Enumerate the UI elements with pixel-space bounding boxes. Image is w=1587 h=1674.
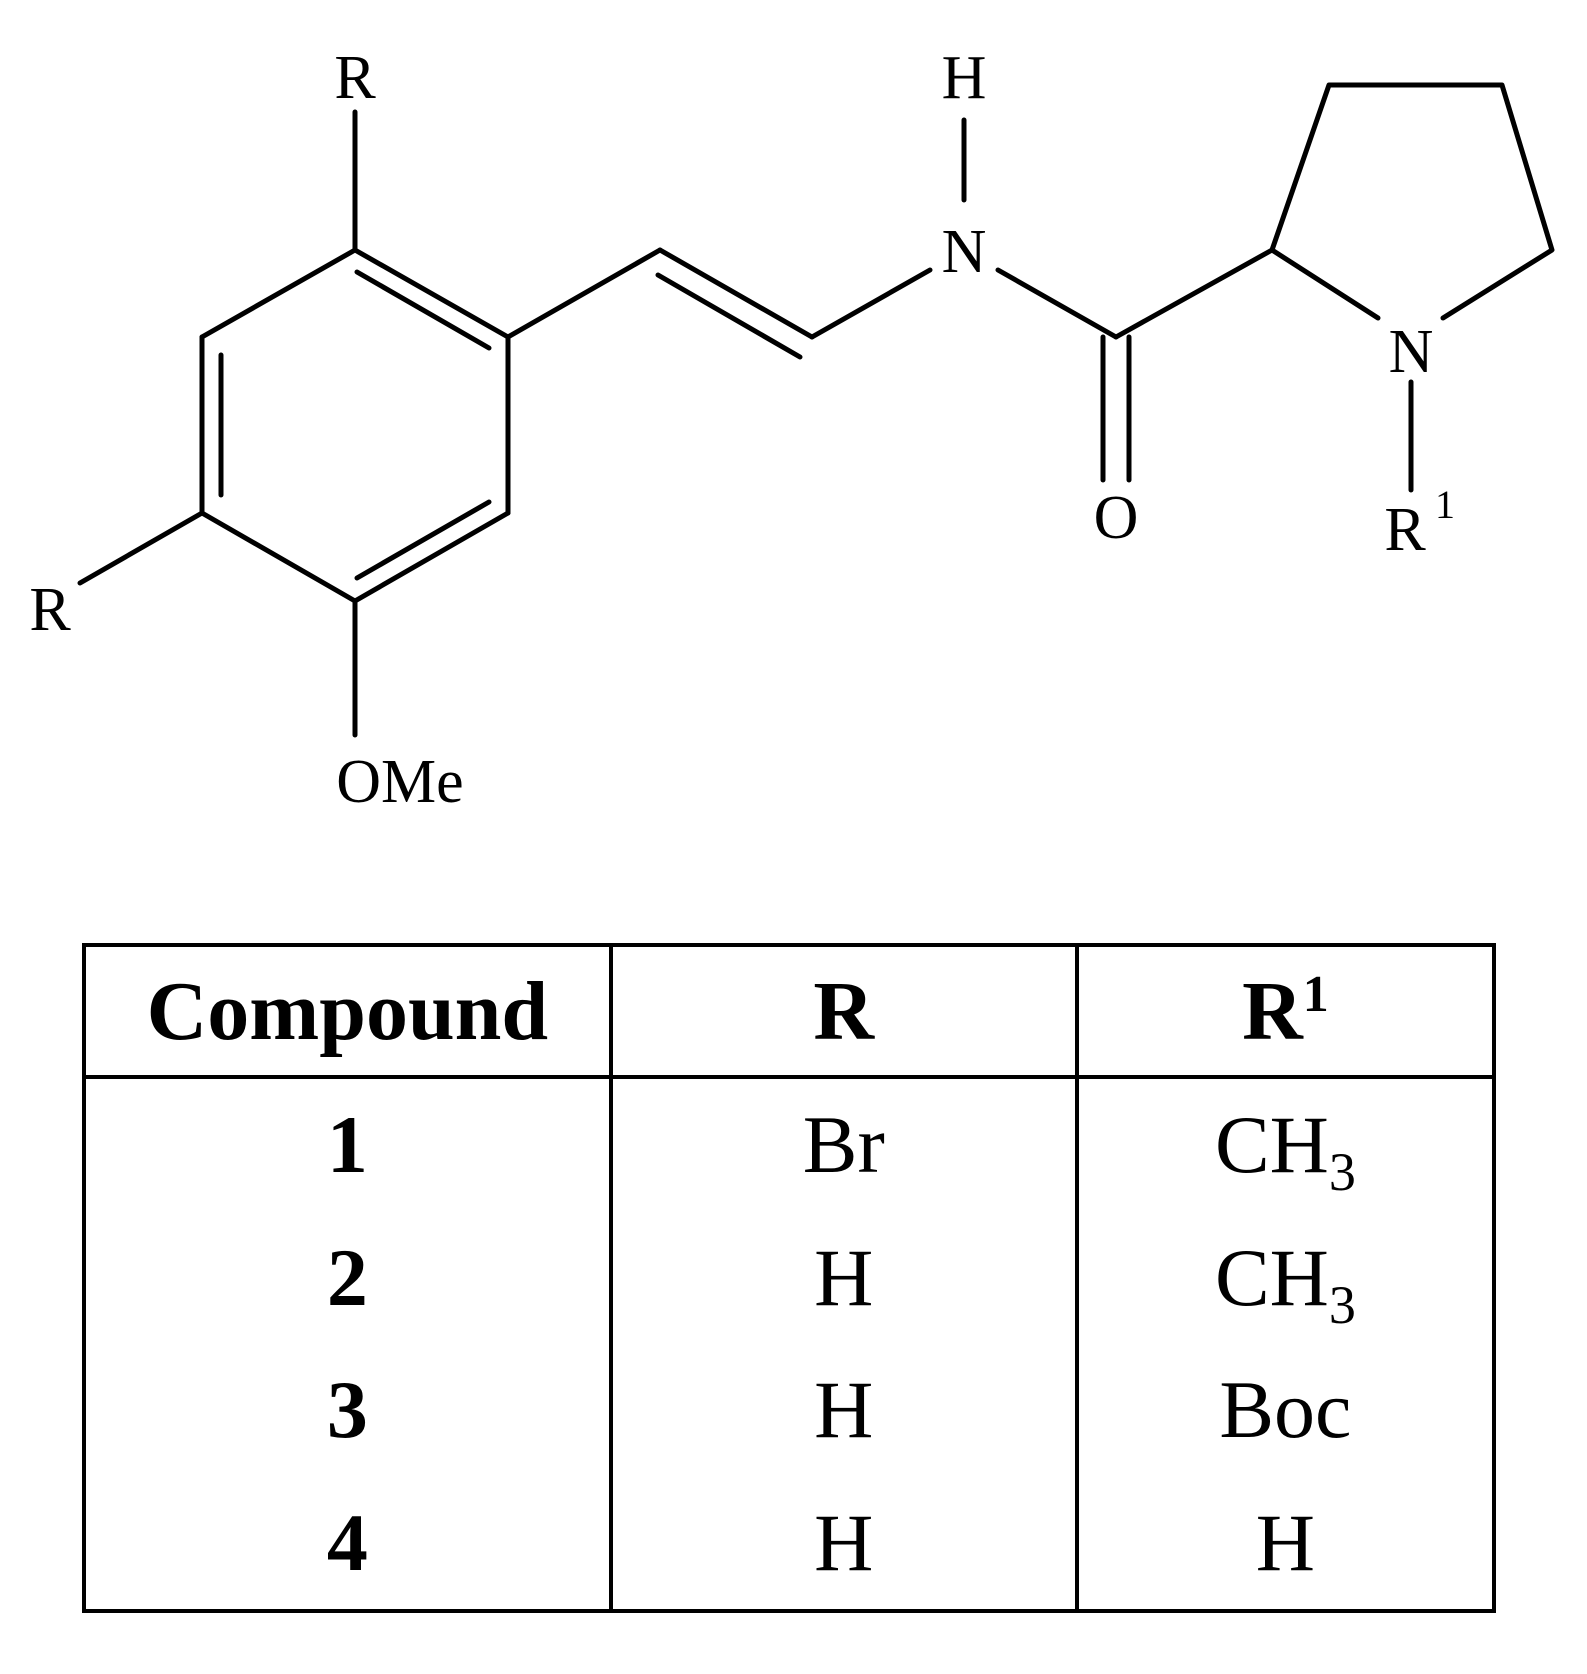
cell-r1-text: CH xyxy=(1214,1099,1329,1191)
header-r: R xyxy=(608,943,1079,1079)
bond xyxy=(352,510,511,604)
bond xyxy=(199,510,358,604)
label-r-left: R xyxy=(29,576,71,644)
cell-compound: 1 xyxy=(82,1077,613,1212)
cell-r1: CH3 xyxy=(1074,1077,1497,1212)
cell-compound: 4 xyxy=(82,1476,613,1611)
cell-r1: Boc xyxy=(1074,1343,1497,1477)
bond-vinyl xyxy=(657,247,815,340)
cell-r1-text: H xyxy=(1255,1496,1315,1588)
cell-r1-text: Boc xyxy=(1219,1364,1352,1456)
label-o: O xyxy=(1094,484,1139,552)
double-bond-vinyl xyxy=(655,272,803,360)
benzene-ring xyxy=(199,247,511,604)
cell-r1-sub: 3 xyxy=(1328,1142,1356,1203)
cell-compound: 2 xyxy=(82,1211,613,1344)
table-row: 2 H CH3 xyxy=(82,1211,1497,1344)
chemical-structure-diagram: R R OMe H N O N R 1 xyxy=(29,44,1555,816)
cell-compound: 3 xyxy=(82,1343,613,1477)
bond-ring-vinyl xyxy=(505,247,663,340)
bond-r-left xyxy=(77,510,205,586)
cell-r: H xyxy=(608,1211,1079,1344)
header-r1-sup: 1 xyxy=(1302,965,1329,1023)
compound-table: Compound R R1 1 Br CH3 2 H CH3 3 H Boc xyxy=(82,943,1497,1613)
bond-vinyl-n xyxy=(809,267,933,340)
table-row: 4 H H xyxy=(82,1476,1497,1611)
label-ome: OMe xyxy=(336,748,463,816)
header-r1-label: R xyxy=(1242,964,1303,1058)
bond-carbonyl-ring xyxy=(1113,247,1275,340)
pyrrolidine-ring xyxy=(1269,82,1555,321)
cell-r1: CH3 xyxy=(1074,1211,1497,1344)
table-row: 1 Br CH3 xyxy=(82,1077,1497,1212)
label-nh: N xyxy=(942,218,987,286)
header-r1: R1 xyxy=(1074,943,1497,1079)
double-bond-inner xyxy=(354,499,492,581)
compound-table-container: Compound R R1 1 Br CH3 2 H CH3 3 H Boc xyxy=(82,943,1497,1613)
cell-r: H xyxy=(608,1343,1079,1477)
label-h: H xyxy=(942,44,987,112)
table-header-row: Compound R R1 xyxy=(82,943,1497,1079)
cell-r1-sub: 3 xyxy=(1328,1274,1356,1335)
cell-r1: H xyxy=(1074,1476,1497,1611)
cell-r1-text: CH xyxy=(1214,1231,1329,1323)
label-r1-sup: 1 xyxy=(1435,482,1455,527)
bond xyxy=(199,247,358,340)
cell-r: H xyxy=(608,1476,1079,1611)
bond xyxy=(352,247,511,340)
bond-n-carbonyl xyxy=(995,267,1119,340)
label-r-top: R xyxy=(334,44,376,112)
label-n-ring: N xyxy=(1389,318,1434,386)
table-row: 3 H Boc xyxy=(82,1343,1497,1477)
double-bond-inner xyxy=(354,269,492,351)
cell-r: Br xyxy=(608,1077,1079,1212)
header-compound: Compound xyxy=(82,943,613,1079)
label-r1: R xyxy=(1384,496,1426,564)
